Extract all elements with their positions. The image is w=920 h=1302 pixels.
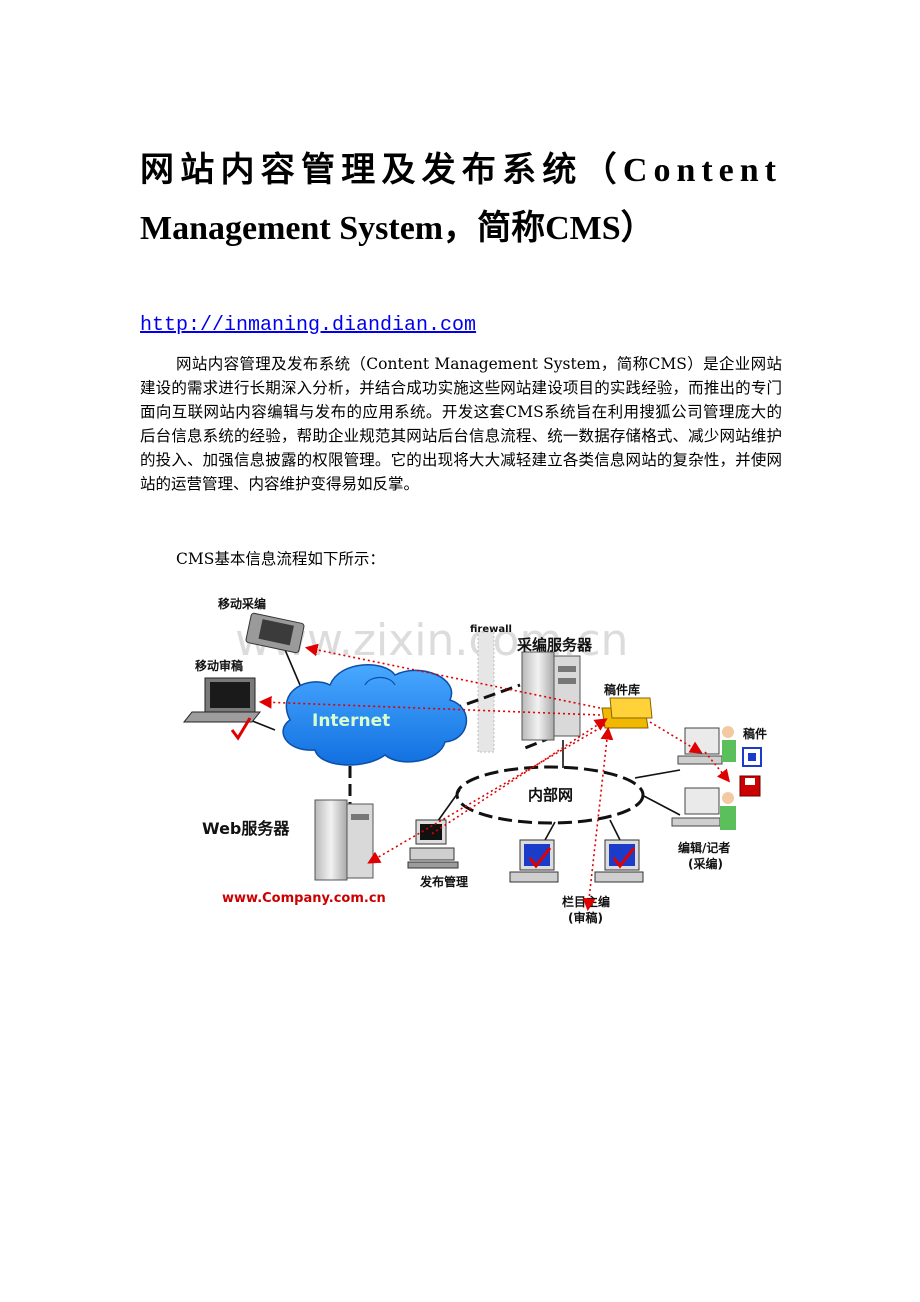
mobile-review-label: 移动审稿: [195, 658, 243, 673]
cms-flow-diagram: www.zixin.com.cn firewall 内部网: [180, 590, 780, 940]
draft-db-label: 稿件库: [604, 682, 640, 697]
editor-workstation: [671, 726, 736, 830]
draft-database: [601, 697, 653, 729]
floppy-disk-icon: [739, 775, 761, 797]
mobile-edit-device: [245, 612, 305, 654]
publish-pc: [407, 819, 459, 869]
column-editor-label-2: (审稿): [568, 910, 603, 925]
internet-cloud: Internet: [282, 664, 467, 766]
internet-label: Internet: [312, 711, 390, 731]
edit-server: [521, 651, 581, 741]
editor-label-2: (采编): [688, 856, 723, 871]
title-line-1: 网站内容管理及发布系统（Content: [140, 152, 782, 189]
intro-paragraph: 网站内容管理及发布系统（Content Management System，简称…: [140, 355, 782, 493]
publish-label: 发布管理: [419, 874, 468, 889]
column-editor-label-1: 栏目主编: [562, 894, 610, 909]
draft-icon: [742, 747, 762, 767]
title-line-2: Management System，简称CMS）: [140, 210, 655, 247]
column-editor-pcs: [509, 839, 644, 883]
diagram-caption: CMS基本信息流程如下所示：: [176, 550, 385, 568]
web-server-label: Web服务器: [202, 819, 290, 838]
blog-link[interactable]: http://inmaning.diandian.com: [140, 314, 477, 337]
mobile-review-laptop: [182, 677, 262, 741]
firewall-wall: [477, 631, 495, 753]
intranet-label: 内部网: [528, 786, 573, 804]
company-url: www.Company.com.cn: [222, 891, 386, 906]
document-title: 网站内容管理及发布系统（Content Management System，简称…: [140, 142, 782, 258]
firewall-label: firewall: [470, 624, 512, 635]
editor-label-1: 编辑/记者: [677, 840, 730, 855]
mobile-edit-label: 移动采编: [218, 596, 266, 611]
draft-label: 稿件: [743, 726, 767, 741]
web-server: [314, 799, 374, 881]
flow-arrows: [258, 643, 731, 912]
edit-server-label: 采编服务器: [516, 636, 593, 654]
